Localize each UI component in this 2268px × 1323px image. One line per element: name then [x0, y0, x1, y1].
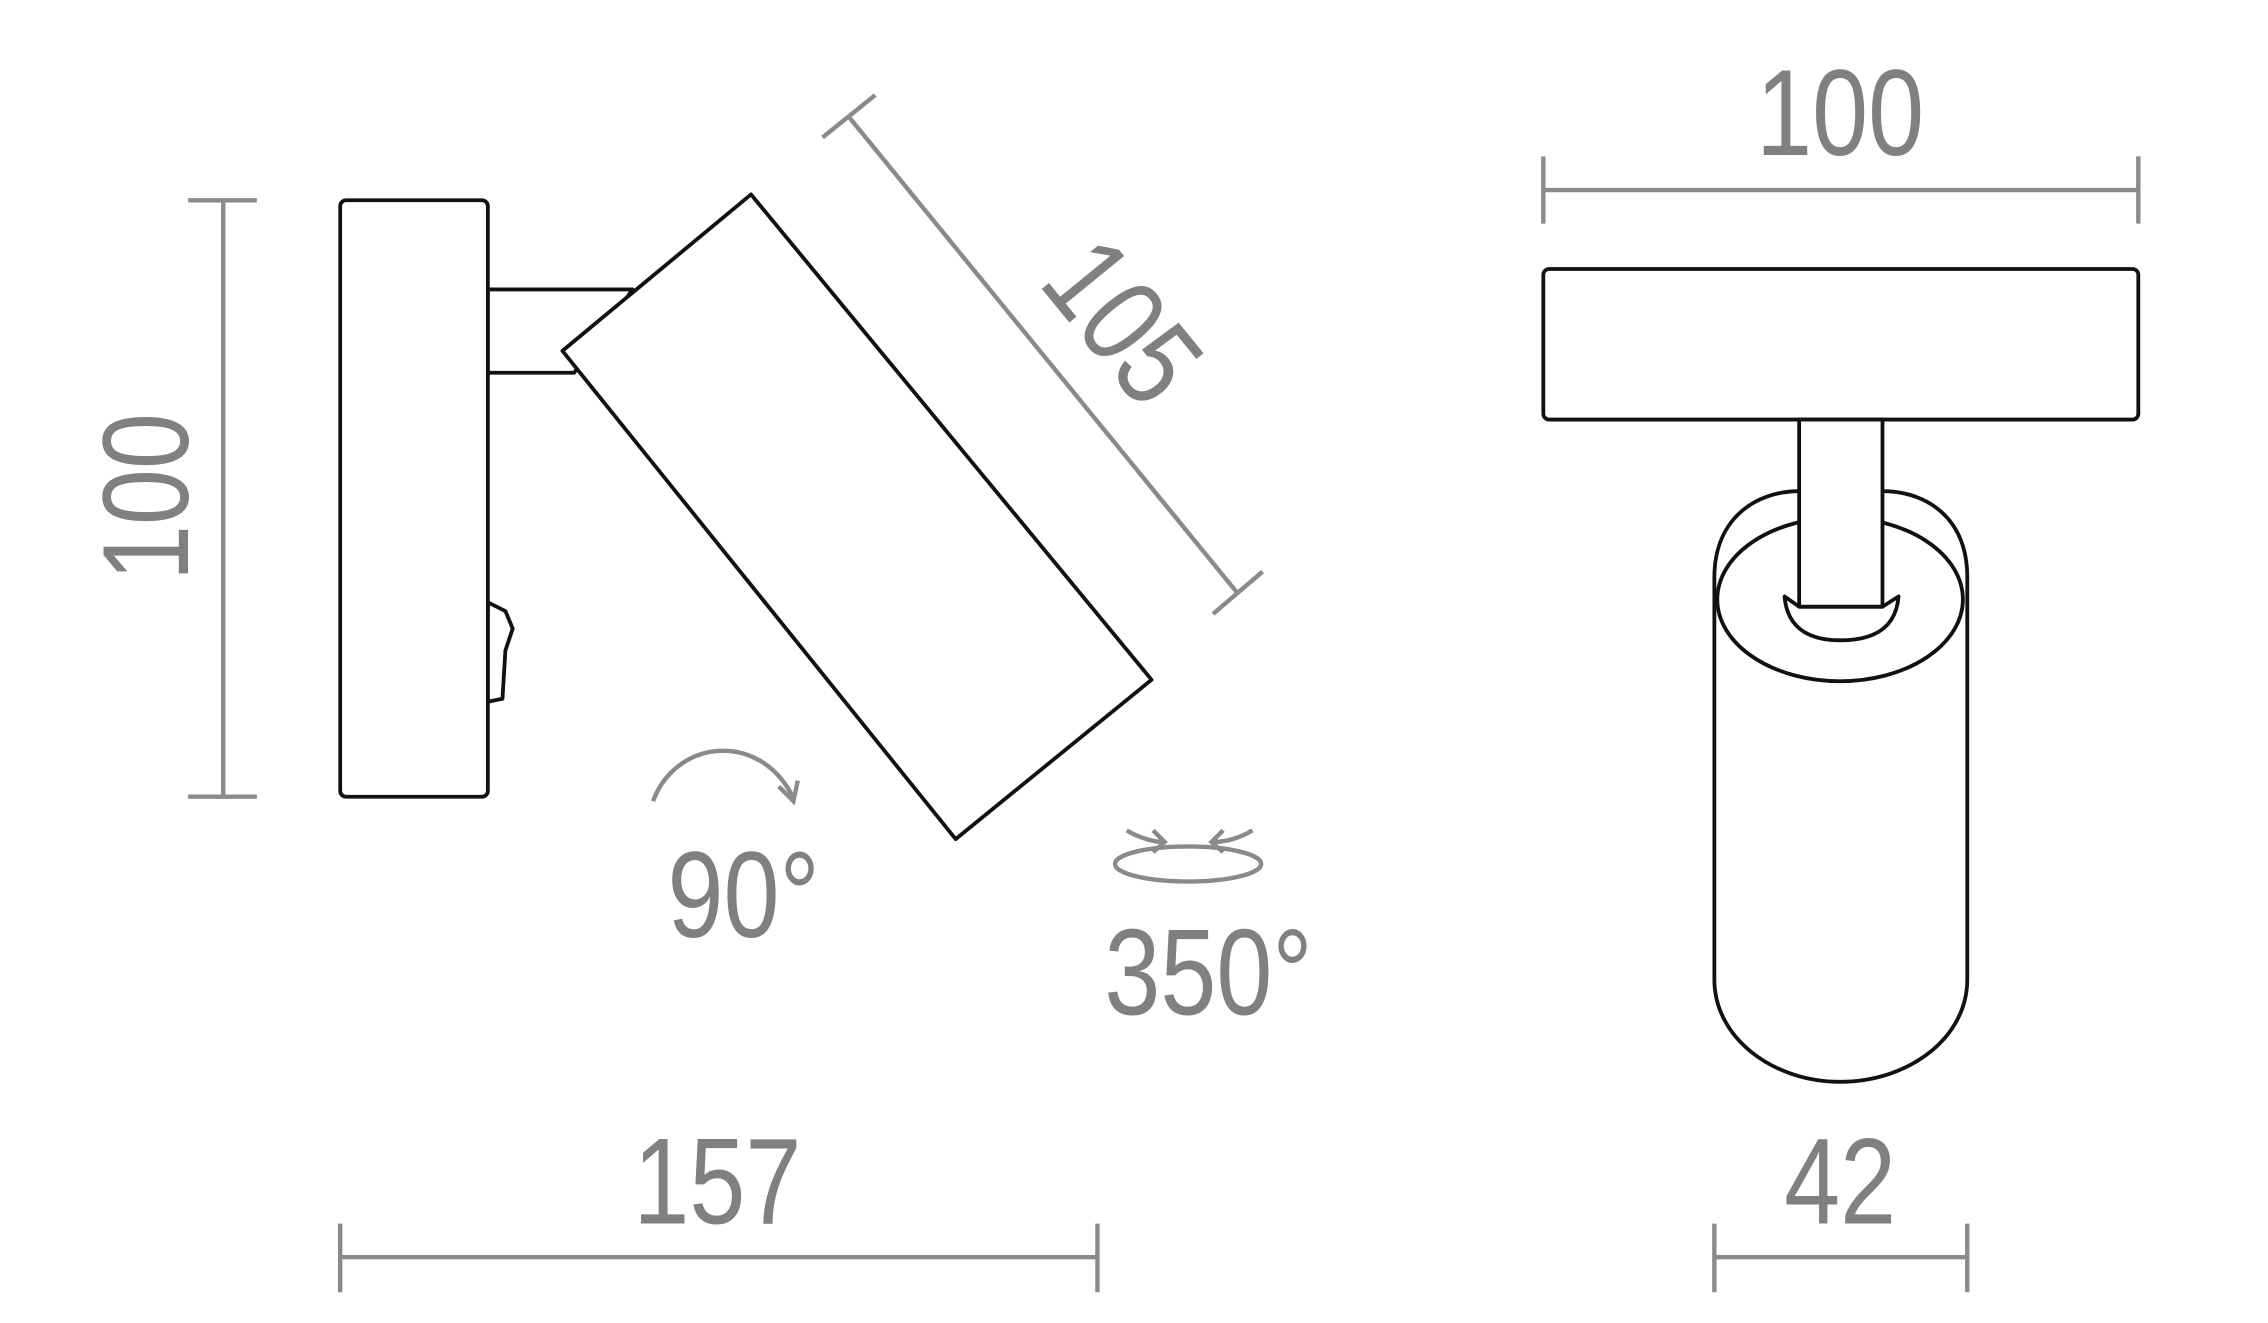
rotation-arrow-icon — [1112, 844, 1264, 884]
wall-plate — [338, 198, 490, 799]
wall-plate-front — [1541, 267, 2141, 422]
lamp-head — [560, 192, 1154, 842]
tilt-label: 90° — [668, 826, 820, 964]
side-view: 100 157 105 90° 350° — [77, 93, 1313, 1293]
rotation-label: 350° — [1104, 903, 1312, 1041]
head-length-label: 105 — [1017, 212, 1230, 429]
plate-width-label: 100 — [1756, 43, 1924, 181]
width-label: 157 — [633, 1112, 801, 1250]
width-dimension: 157 — [338, 1112, 1100, 1293]
tilt-arrow-icon — [650, 748, 796, 802]
height-label: 100 — [77, 413, 215, 581]
front-view: 100 42 — [1541, 43, 2141, 1293]
tilt-indicator: 90° — [650, 748, 820, 964]
body-diameter-dimension: 42 — [1712, 1112, 1970, 1293]
rotation-indicator: 350° — [1104, 828, 1313, 1041]
body-diameter-label: 42 — [1784, 1112, 1896, 1250]
plate-width-dimension: 100 — [1541, 43, 2141, 224]
switch — [485, 600, 515, 704]
stem — [1797, 417, 1885, 609]
height-dimension: 100 — [77, 198, 257, 799]
